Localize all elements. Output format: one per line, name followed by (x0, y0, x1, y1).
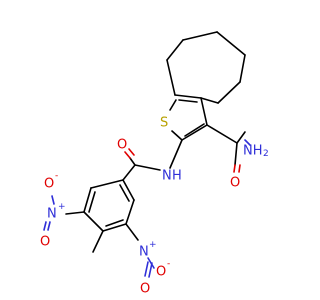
nitro-right-oxygen-bottom-atom: O (140, 282, 150, 297)
nitro-right-oxygen-charge: - (167, 259, 170, 269)
cyclooctane-ring (166, 31, 246, 104)
nitro-group-right (125, 223, 155, 278)
nitro-left-oxygen-top-atom: O (44, 177, 54, 192)
amide-oxygen-atom: O (117, 138, 127, 153)
thiophene-ring (169, 94, 208, 141)
nitro-right-nitrogen-charge: + (149, 240, 157, 250)
nitro-left-nitrogen-charge: + (58, 202, 66, 212)
carboxamide-nh2-subscript: 2 (263, 149, 269, 159)
amide-linker (122, 139, 183, 181)
nitro-group-left (43, 195, 85, 231)
amide-hydrogen-atom: H (172, 169, 182, 184)
molecule-structure: S N H O NH 2 O N + O - O N + O - O (40, 31, 269, 297)
nitro-right-nitrogen-atom: N (139, 245, 149, 260)
carboxamide-nh2-atom: NH (243, 144, 263, 159)
nitro-left-oxygen-bottom-atom: O (40, 235, 50, 250)
nitro-left-nitrogen-atom: N (47, 207, 57, 222)
nitro-left-oxygen-charge: - (55, 171, 58, 181)
carboxamide-group (206, 124, 251, 173)
nitro-right-oxygen-right-atom: O (156, 265, 166, 280)
sulfur-atom: S (160, 116, 168, 131)
benzene-ring (83, 179, 135, 232)
carboxamide-oxygen-atom: O (230, 176, 240, 191)
amide-nitrogen-atom: N (162, 169, 172, 184)
methyl-bond (92, 230, 104, 253)
